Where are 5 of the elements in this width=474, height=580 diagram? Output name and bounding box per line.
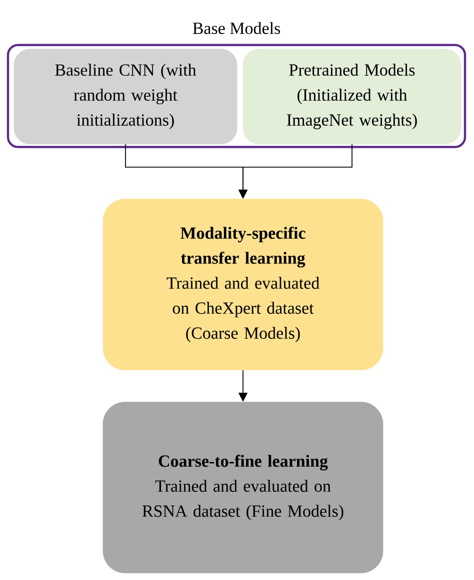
process-box: Modality-specific transfer learning Trained and evaluated on CheXpert dataset (Coarse Models) <box>102 198 384 370</box>
process-box: Baseline CNN (with random weight initializations) <box>14 48 238 144</box>
node-label: Base Models <box>192 22 280 34</box>
process-box: Pretrained Models (Initialized with ImageNet weights) <box>242 48 462 144</box>
process-box: Coarse-to-fine learning Trained and evaluated on RSNA dataset (Fine Models) <box>102 402 384 574</box>
